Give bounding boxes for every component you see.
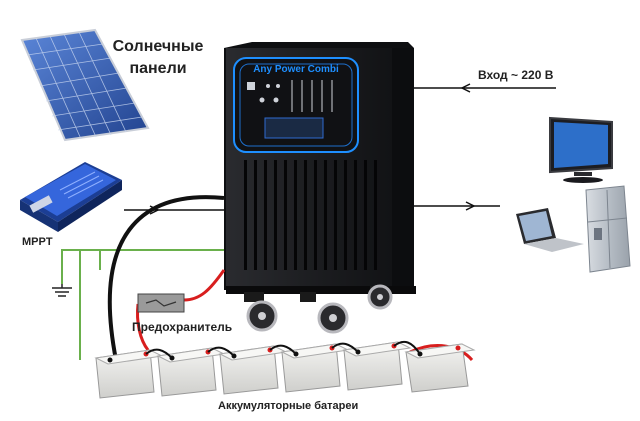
fuse-label: Предохранитель	[132, 320, 233, 334]
inverter-brand: Any Power Combi	[253, 64, 339, 75]
input-voltage-label: Вход ~ 220 В	[478, 68, 554, 82]
solar-panel-icon	[20, 28, 150, 142]
solar-panels-label-line2: панели	[129, 60, 187, 77]
laptop-icon	[516, 208, 584, 252]
fuse-icon	[137, 293, 185, 313]
mppt-arrow	[124, 205, 224, 215]
refrigerator-icon	[585, 185, 631, 273]
batteries-label: Аккумуляторные батареи	[218, 400, 359, 412]
tv-icon	[549, 116, 613, 183]
mppt-controller-icon	[20, 162, 122, 232]
solar-panels-label: Солнечные панели	[112, 36, 204, 80]
ground-icon	[52, 284, 72, 297]
battery-icon	[218, 345, 288, 395]
battery-bank	[94, 340, 476, 399]
mppt-label: MPPT	[22, 236, 53, 248]
input-arrow	[414, 83, 556, 93]
inverter-wheels	[244, 284, 393, 334]
ground-wire	[61, 249, 224, 360]
battery-icon	[94, 349, 164, 399]
battery-negative-cable	[107, 195, 225, 361]
battery-positive-cable	[183, 269, 226, 302]
solar-panels-label-line1: Солнечные	[112, 38, 204, 55]
battery-icon	[342, 341, 412, 391]
output-arrow	[414, 201, 500, 211]
inverter-icon	[224, 42, 416, 334]
battery-icon	[156, 347, 226, 397]
battery-icon	[404, 343, 476, 393]
battery-icon	[280, 343, 350, 393]
